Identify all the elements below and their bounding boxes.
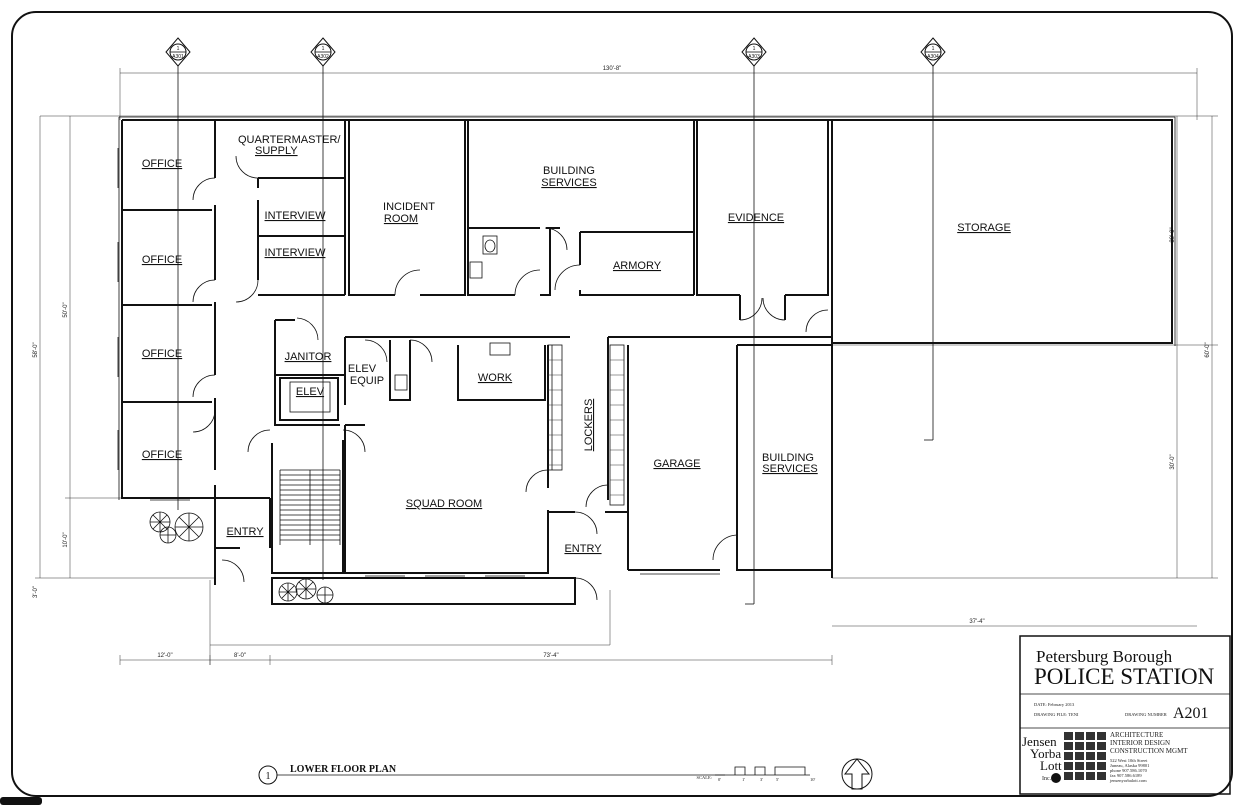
scale-tick-10: 10' — [810, 777, 816, 782]
room-lockers: LOCKERS — [583, 399, 595, 452]
scale-label: SCALE: — [696, 775, 712, 780]
svg-text:A304: A304 — [927, 54, 939, 60]
scale-tick-1: 1' — [742, 777, 745, 782]
dim-left-lower: 10'-0" — [63, 532, 69, 547]
service-construction-mgmt: CONSTRUCTION MGMT — [1110, 747, 1188, 755]
room-elev-equip-line1: ELEV — [348, 363, 377, 375]
room-armory: ARMORY — [613, 260, 662, 272]
dim-bottom-left: 12'-0" — [157, 653, 172, 659]
svg-text:A303: A303 — [748, 54, 760, 60]
dim-bottom-mid: 8'-0" — [234, 653, 246, 659]
section-marker-a301: 1 A301 — [165, 37, 191, 510]
plan-title-number: 1 — [266, 771, 271, 782]
room-work: WORK — [478, 372, 513, 384]
firm-logo-icon — [1064, 732, 1106, 780]
scale-bar: SCALE: 0' 1' 3' 5' 10' — [696, 766, 816, 782]
dim-bottom-main: 73'-4" — [543, 653, 558, 659]
address-line-1: 522 West 10th Street — [1110, 758, 1148, 763]
date-label: DATE: February 2013 — [1034, 702, 1075, 707]
room-evidence: EVIDENCE — [728, 212, 784, 224]
room-labels: OFFICE OFFICE OFFICE OFFICE QUARTERMASTE… — [142, 134, 1011, 555]
dim-left-bottom: 3'-0" — [33, 586, 39, 598]
section-markers: 1 A301 1 A302 1 A303 1 A304 — [165, 37, 946, 605]
drawing-file-label: DRAWING FILE: TENI — [1034, 712, 1079, 717]
room-elev: ELEV — [296, 386, 325, 398]
dimension-lines: 130'-8" 12'-0" 8'-0" 73'-4" 37'-4" 58'-0… — [33, 66, 1218, 665]
room-entry-south: ENTRY — [564, 543, 602, 555]
scale-tick-5: 5' — [776, 777, 779, 782]
room-quartermaster: QUARTERMASTER/ — [238, 134, 341, 146]
firm-name-jensen: Jensen — [1022, 734, 1057, 749]
dim-right-overall: 60'-0" — [1205, 342, 1211, 357]
room-building-services-upper-line2: SERVICES — [541, 177, 596, 189]
address-line-5: jensenyorbalott.com — [1109, 778, 1147, 783]
dim-left-overall: 58'-0" — [33, 342, 39, 357]
room-interview-1: INTERVIEW — [265, 210, 327, 222]
room-office-3: OFFICE — [142, 348, 182, 360]
corner-marker — [0, 797, 42, 805]
room-elev-equip-line2: EQUIP — [350, 375, 384, 387]
room-office-4: OFFICE — [142, 449, 182, 461]
plan-title: 1 LOWER FLOOR PLAN — [258, 764, 725, 785]
drawing-number-label: DRAWING NUMBER — [1125, 712, 1167, 717]
section-marker-a302: 1 A302 — [310, 37, 336, 580]
address-line-3: phone 907.586.1070 — [1110, 768, 1148, 773]
firm-logo-dot — [1051, 773, 1061, 783]
room-janitor: JANITOR — [285, 351, 332, 363]
svg-text:1: 1 — [753, 46, 756, 52]
room-building-services-upper-line1: BUILDING — [543, 165, 595, 177]
room-storage: STORAGE — [957, 222, 1011, 234]
address-line-2: Juneau, Alaska 99801 — [1110, 763, 1149, 769]
walls — [117, 116, 1176, 605]
dim-top-overall: 130'-8" — [603, 66, 622, 72]
room-incident-line1: INCIDENT — [383, 201, 435, 213]
firm-name-lott: Lott — [1040, 758, 1062, 773]
room-entry-west: ENTRY — [226, 526, 264, 538]
room-incident-line2: ROOM — [384, 213, 418, 225]
room-building-services-lower-line2: SERVICES — [762, 463, 817, 475]
title-block: Petersburg Borough POLICE STATION DATE: … — [1019, 635, 1231, 795]
scale-tick-0: 0' — [718, 777, 721, 782]
room-interview-2: INTERVIEW — [265, 247, 327, 259]
svg-text:A301: A301 — [172, 54, 184, 60]
plan-title-text: LOWER FLOOR PLAN — [290, 764, 397, 775]
dim-left-upper: 50'-0" — [63, 302, 69, 317]
room-supply: SUPPLY — [255, 145, 298, 157]
room-garage: GARAGE — [653, 458, 700, 470]
landscape-trees — [149, 511, 334, 604]
firm-name-yorba: Yorba — [1030, 746, 1061, 761]
north-arrow-icon — [841, 758, 873, 790]
room-squad: SQUAD ROOM — [406, 498, 482, 510]
section-marker-a303: 1 A303 — [741, 37, 767, 605]
room-office-1: OFFICE — [142, 158, 182, 170]
address-line-4: fax 907.586.6189 — [1110, 773, 1142, 778]
room-office-2: OFFICE — [142, 254, 182, 266]
dim-bottom-right: 37'-4" — [969, 619, 984, 625]
title-line2: POLICE STATION — [1034, 664, 1215, 689]
sheet-border — [11, 11, 1233, 797]
svg-text:1: 1 — [177, 46, 180, 52]
service-architecture: ARCHITECTURE — [1110, 731, 1163, 739]
svg-text:1: 1 — [322, 46, 325, 52]
room-building-services-lower-line1: BUILDING — [762, 452, 814, 464]
service-interior-design: INTERIOR DESIGN — [1110, 739, 1170, 747]
title-line1: Petersburg Borough — [1036, 647, 1173, 666]
dim-right-lower: 30'-0" — [1170, 454, 1176, 469]
svg-text:1: 1 — [932, 46, 935, 52]
svg-text:A302: A302 — [317, 54, 329, 60]
firm-suffix: Inc. — [1042, 776, 1052, 782]
section-marker-a304: 1 A304 — [920, 37, 946, 441]
drawing-number: A201 — [1173, 705, 1209, 722]
scale-tick-3: 3' — [760, 777, 763, 782]
